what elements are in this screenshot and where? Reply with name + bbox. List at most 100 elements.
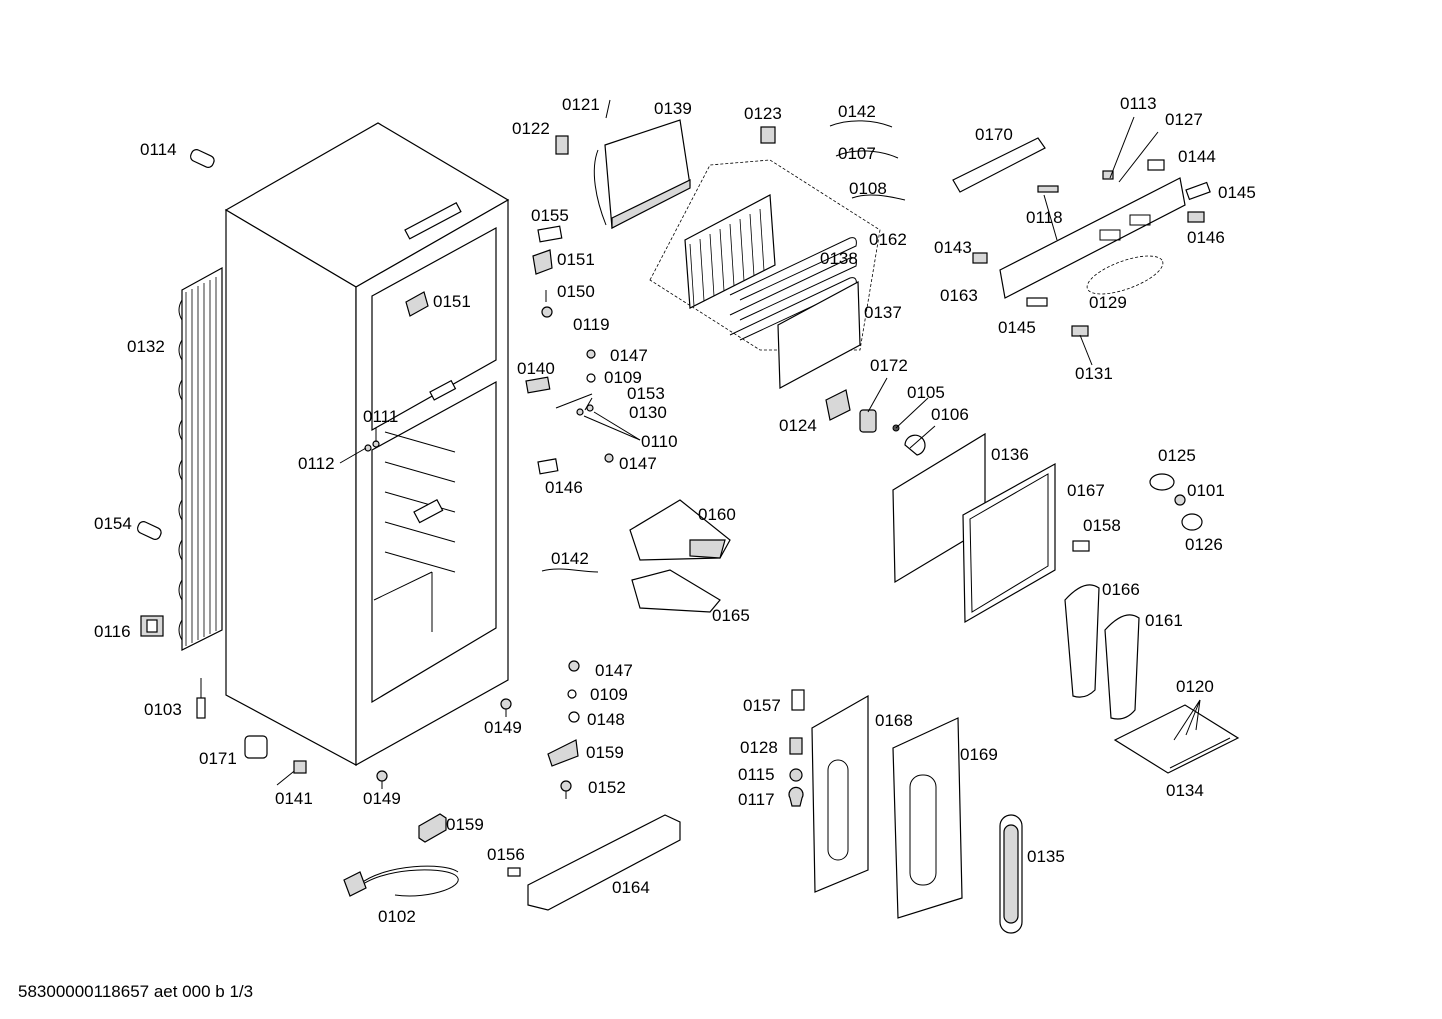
callout-label: 0163: [940, 286, 978, 305]
callout-label: 0117: [738, 790, 775, 809]
refrigerator-cabinet: [224, 122, 510, 767]
callout-label: 0154: [94, 514, 132, 533]
callout-label: 0142: [838, 102, 876, 121]
small-clip: [555, 126, 776, 155]
callout-label: 0122: [512, 119, 550, 138]
callout-label: 0120: [1176, 677, 1214, 696]
small-parts-column: [525, 225, 614, 475]
callout-label: 0148: [587, 710, 625, 729]
callout-label: 0114: [140, 140, 177, 159]
callout-label: 0157: [743, 696, 781, 715]
base-plate-0134: [1113, 704, 1240, 774]
callout-label: 0160: [698, 505, 736, 524]
callout-label: 0108: [849, 179, 887, 198]
callout-label: 0102: [378, 907, 416, 926]
callout-label: 0169: [960, 745, 998, 764]
callout-label: 0135: [1027, 847, 1065, 866]
callout-label: 0150: [557, 282, 595, 301]
callout-label: 0149: [484, 718, 522, 737]
callout-label: 0134: [1166, 781, 1204, 800]
callout-label: 0138: [820, 249, 858, 268]
callout-label: 0109: [590, 685, 628, 704]
callout-label: 0143: [934, 238, 972, 257]
callout-label: 0111: [363, 407, 399, 426]
callout-label: 0146: [545, 478, 583, 497]
bottom-grille-0164: [527, 814, 681, 911]
callout-label: 0141: [275, 789, 313, 808]
callout-label: 0145: [1218, 183, 1256, 202]
hinge-block: [140, 615, 164, 637]
leveling-foot: [276, 760, 307, 786]
callout-label: 0130: [629, 403, 667, 422]
callout-label: 0155: [531, 206, 569, 225]
door-hinge-pin: [364, 440, 380, 452]
plate-0137: [777, 281, 861, 389]
callout-label: 0153: [627, 384, 665, 403]
callout-label: 0164: [612, 878, 650, 897]
callout-label: 0118: [1026, 208, 1063, 227]
callout-label: 0128: [740, 738, 778, 757]
door-0168: [811, 694, 869, 893]
callout-label: 0151: [557, 250, 595, 269]
callout-label: 0147: [595, 661, 633, 680]
thermal-sensor: [196, 678, 206, 719]
evaporator: [684, 194, 857, 341]
callout-label: 0166: [1102, 580, 1140, 599]
knob-parts: [1149, 473, 1203, 531]
door-parts: [788, 540, 1090, 807]
small-parts-lower: [507, 660, 580, 877]
callout-label: 0170: [975, 125, 1013, 144]
door-shell-0166: [1064, 584, 1140, 720]
control-housing-0170: [952, 137, 1046, 193]
callout-label: 0156: [487, 845, 525, 864]
callout-label: 0162: [869, 230, 907, 249]
control-panel-0163: [999, 177, 1186, 299]
bracket-part: [405, 291, 447, 843]
callout-label: 0158: [1083, 516, 1121, 535]
duct-0160: [629, 499, 731, 561]
roller-part: [136, 149, 215, 540]
door-0169: [892, 717, 963, 919]
callout-label: 0136: [991, 445, 1029, 464]
callout-label: 0139: [654, 99, 692, 118]
callout-label: 0123: [744, 104, 782, 123]
callout-label: 0161: [1145, 611, 1183, 630]
callout-label: 0115: [738, 765, 775, 784]
callout-label: 0125: [1158, 446, 1196, 465]
callout-label: 0124: [779, 416, 817, 435]
power-cord: [343, 865, 459, 897]
leader-lines: [339, 116, 1201, 741]
callout-label: 0129: [1089, 293, 1127, 312]
callout-label: 0103: [144, 700, 182, 719]
callout-label: 0146: [1187, 228, 1225, 247]
callout-label: 0145: [998, 318, 1036, 337]
callout-label: 0147: [610, 346, 648, 365]
callout-label: 0172: [870, 356, 908, 375]
callout-label: 0147: [619, 454, 657, 473]
evaporator-dashed-outline: [649, 159, 881, 351]
callout-label: 0137: [864, 303, 902, 322]
callout-label: 0113: [1120, 94, 1157, 113]
callout-label: 0131: [1075, 364, 1113, 383]
control-small-parts: [972, 159, 1211, 337]
cap-part: [244, 735, 268, 759]
callout-label: 0144: [1178, 147, 1216, 166]
callout-label: 0168: [875, 711, 913, 730]
callout-label: 0127: [1165, 110, 1203, 129]
callout-label: 0126: [1185, 535, 1223, 554]
callout-label: 0152: [588, 778, 626, 797]
callout-label: 0142: [551, 549, 589, 568]
cover-panel-0139: [593, 99, 691, 229]
callout-label: 0167: [1067, 481, 1105, 500]
callout-label: 0159: [586, 743, 624, 762]
callout-label: 0140: [517, 359, 555, 378]
callout-label: 0106: [931, 405, 969, 424]
callout-label: 0101: [1187, 481, 1225, 500]
callout-label: 0132: [127, 337, 165, 356]
callout-label: 0107: [838, 144, 876, 163]
callout-label: 0159: [446, 815, 484, 834]
callout-label: 0112: [298, 454, 335, 473]
callout-label: 0116: [94, 622, 131, 641]
duct-0165: [631, 569, 721, 613]
